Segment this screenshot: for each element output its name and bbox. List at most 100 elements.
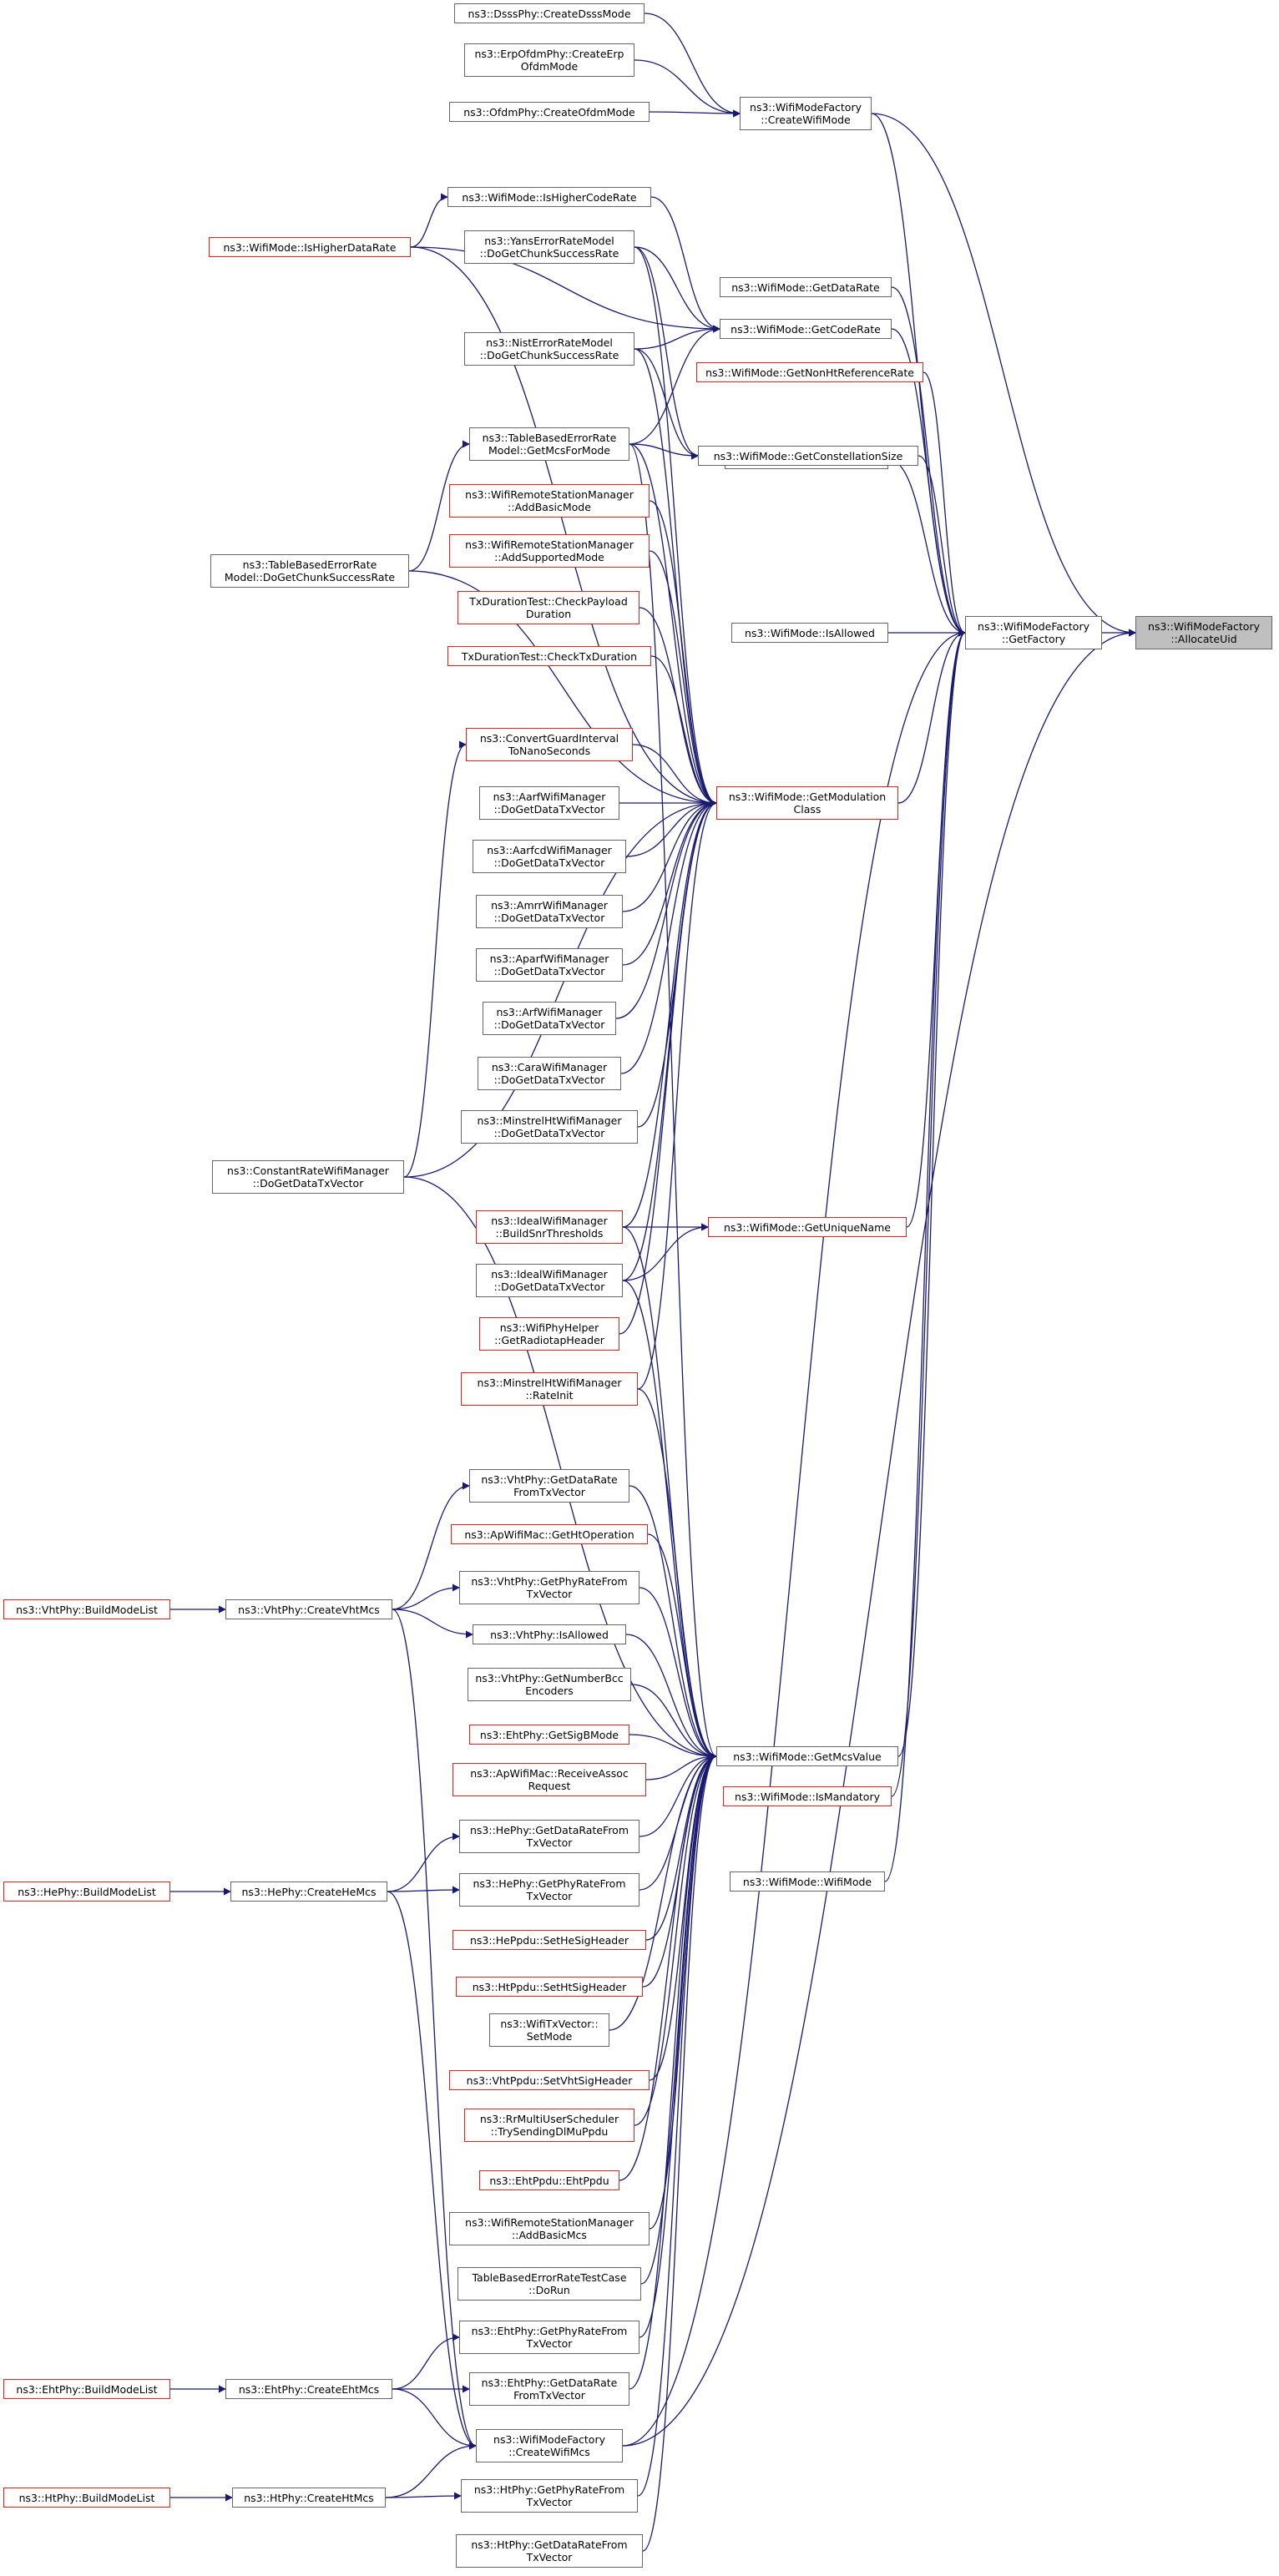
node-aarfcd[interactable]: ns3::AarfcdWifiManager::DoGetDataTxVecto… <box>473 840 626 873</box>
node-htcreate[interactable]: ns3::HtPhy::CreateHtMcs <box>232 2488 386 2508</box>
node-label-line: Duration <box>525 608 572 620</box>
node-idealbuild[interactable]: ns3::IdealWifiManager::BuildSnrThreshold… <box>476 1210 623 1244</box>
node-isallowed[interactable]: ns3::WifiMode::IsAllowed <box>731 623 888 643</box>
node-ehtsigb[interactable]: ns3::EhtPhy::GetSigBMode <box>469 1725 629 1745</box>
node-cara[interactable]: ns3::CaraWifiManager::DoGetDataTxVector <box>478 1057 621 1090</box>
node-getnonht[interactable]: ns3::WifiMode::GetNonHtReferenceRate <box>696 362 923 382</box>
node-ehtcreate[interactable]: ns3::EhtPhy::CreateEhtMcs <box>225 2379 392 2399</box>
edge-vhtcreate-to-vhtgetdatarate <box>392 1482 470 1610</box>
node-ishigherdatarate[interactable]: ns3::WifiMode::IsHigherDataRate <box>209 237 411 257</box>
edge-getmcsvalue-to-getfactory <box>897 629 966 1757</box>
node-label-line: ns3::WifiModeFactory <box>978 620 1089 633</box>
edge-addsupported-to-getmodclass <box>649 550 717 807</box>
node-ofdm[interactable]: ns3::OfdmPhy::CreateOfdmMode <box>449 102 650 122</box>
node-rrmulti[interactable]: ns3::RrMultiUserScheduler::TrySendingDlM… <box>464 2109 634 2142</box>
edge-tbdoget-to-getmodclass <box>408 570 717 807</box>
node-label-line: ::GetFactory <box>1001 633 1066 645</box>
node-addbasicmcs[interactable]: ns3::WifiRemoteStationManager::AddBasicM… <box>449 2212 650 2245</box>
node-htsig[interactable]: ns3::HtPpdu::SetHtSigHeader <box>456 1977 643 1997</box>
node-label-line: ::DoGetDataTxVector <box>493 965 605 977</box>
node-label-line: ns3::WifiMode::GetUniqueName <box>724 1220 891 1234</box>
node-checktx[interactable]: TxDurationTest::CheckTxDuration <box>447 646 651 666</box>
node-vhtsig[interactable]: ns3::VhtPpdu::SetVhtSigHeader <box>449 2070 650 2090</box>
edge-ehtcreate-to-createwifimcs <box>392 2388 477 2450</box>
node-constantrate[interactable]: ns3::ConstantRateWifiManager::DoGetDataT… <box>212 1160 404 1194</box>
node-ehtppdu[interactable]: ns3::EhtPpdu::EhtPpdu <box>479 2170 619 2190</box>
node-nist[interactable]: ns3::NistErrorRateModel::DoGetChunkSucce… <box>464 332 634 366</box>
node-apgetht[interactable]: ns3::ApWifiMac::GetHtOperation <box>451 1524 648 1544</box>
node-rateinit[interactable]: ns3::MinstrelHtWifiManager::RateInit <box>461 1372 638 1406</box>
node-vhtcreate[interactable]: ns3::VhtPhy::CreateVhtMcs <box>225 1599 392 1619</box>
node-ishighercoderate[interactable]: ns3::WifiMode::IsHigherCodeRate <box>447 187 651 207</box>
node-label-line: ns3::HePhy::BuildModeList <box>18 1885 156 1898</box>
node-getcoderate[interactable]: ns3::WifiMode::GetCodeRate <box>720 319 892 339</box>
node-ehtbuild[interactable]: ns3::EhtPhy::BuildModeList <box>3 2379 170 2399</box>
node-label-line: ns3::EhtPhy::CreateEhtMcs <box>238 2382 380 2396</box>
node-arf[interactable]: ns3::ArfWifiManager::DoGetDataTxVector <box>483 1002 616 1035</box>
edge-htgetdatarate-to-getmcsvalue <box>642 1752 717 2552</box>
node-vhtbuild[interactable]: ns3::VhtPhy::BuildModeList <box>3 1599 170 1619</box>
node-wifimodector[interactable]: ns3::WifiMode::WifiMode <box>730 1871 885 1892</box>
edge-tbgetmcs-to-getconstellation <box>629 443 699 460</box>
node-label-line: ns3::WifiMode::IsAllowed <box>745 626 875 639</box>
node-label-line: ns3::AarfcdWifiManager <box>487 844 612 856</box>
node-aparf[interactable]: ns3::AparfWifiManager::DoGetDataTxVector <box>476 948 623 982</box>
edge-hecreate-to-hegetdatarate <box>387 1832 460 1892</box>
node-dsss[interactable]: ns3::DsssPhy::CreateDsssMode <box>454 3 645 23</box>
node-label-line: ns3::EhtPhy::GetPhyRateFrom <box>471 2325 628 2337</box>
node-ismandatory[interactable]: ns3::WifiMode::IsMandatory <box>723 1786 892 1806</box>
node-getfactory[interactable]: ns3::WifiModeFactory::GetFactory <box>965 616 1102 649</box>
node-idealdoget[interactable]: ns3::IdealWifiManager::DoGetDataTxVector <box>476 1264 623 1297</box>
node-createwifimcs[interactable]: ns3::WifiModeFactory::CreateWifiMcs <box>476 2429 623 2462</box>
node-label-line: TxDurationTest::CheckPayload <box>469 595 628 608</box>
node-getmcsvalue[interactable]: ns3::WifiMode::GetMcsValue <box>716 1746 898 1766</box>
node-addbasicmode[interactable]: ns3::WifiRemoteStationManager::AddBasicM… <box>449 484 650 518</box>
node-getuniquename[interactable]: ns3::WifiMode::GetUniqueName <box>708 1217 907 1237</box>
node-minstrelht[interactable]: ns3::MinstrelHtWifiManager::DoGetDataTxV… <box>461 1110 638 1144</box>
node-label-line: ns3::VhtPhy::BuildModeList <box>16 1603 158 1616</box>
node-vhtisallowed[interactable]: ns3::VhtPhy::IsAllowed <box>473 1624 626 1644</box>
node-htbuild[interactable]: ns3::HtPhy::BuildModeList <box>3 2488 170 2508</box>
node-addsupported[interactable]: ns3::WifiRemoteStationManager::AddSuppor… <box>449 534 650 568</box>
edge-ehtsigb-to-getmcsvalue <box>629 1734 717 1760</box>
node-radiotap[interactable]: ns3::WifiPhyHelper::GetRadiotapHeader <box>479 1317 619 1351</box>
node-label-line: Request <box>528 1780 571 1792</box>
edge-tbgetmcs-to-getcoderate <box>629 325 720 445</box>
node-hecreate[interactable]: ns3::HePhy::CreateHeMcs <box>230 1881 387 1902</box>
edge-htgetphyrate-to-getmcsvalue <box>637 1752 717 2497</box>
node-hesig[interactable]: ns3::HePpdu::SetHeSigHeader <box>452 1930 646 1950</box>
node-createwifimode[interactable]: ns3::WifiModeFactory::CreateWifiMode <box>740 97 872 130</box>
edge-ishighercoderate-to-getcoderate <box>650 196 720 333</box>
node-getdatarate[interactable]: ns3::WifiMode::GetDataRate <box>720 277 892 297</box>
edge-rateinit-to-getmcsvalue <box>637 1388 717 1760</box>
node-amrr[interactable]: ns3::AmrrWifiManager::DoGetDataTxVector <box>476 895 623 928</box>
node-getconstellation[interactable]: ns3::WifiMode::GetConstellationSize <box>698 446 918 466</box>
node-label-line: ns3::MinstrelHtWifiManager <box>477 1114 622 1127</box>
node-label-line: ns3::OfdmPhy::CreateOfdmMode <box>463 105 635 119</box>
edge-tbgetmcs-to-getmcsvalue <box>629 443 717 1760</box>
node-label-line: ns3::WifiMode::GetConstellationSize <box>713 449 903 462</box>
node-txvector[interactable]: ns3::WifiTxVector::SetMode <box>489 2013 609 2047</box>
edge-cara-to-getmodclass <box>620 799 717 1074</box>
node-yans[interactable]: ns3::YansErrorRateModel::DoGetChunkSucce… <box>464 230 634 264</box>
node-aarf[interactable]: ns3::AarfWifiManager::DoGetDataTxVector <box>479 786 619 820</box>
node-hebuild[interactable]: ns3::HePhy::BuildModeList <box>3 1881 170 1902</box>
node-tbtest[interactable]: TableBasedErrorRateTestCase::DoRun <box>458 2267 641 2301</box>
